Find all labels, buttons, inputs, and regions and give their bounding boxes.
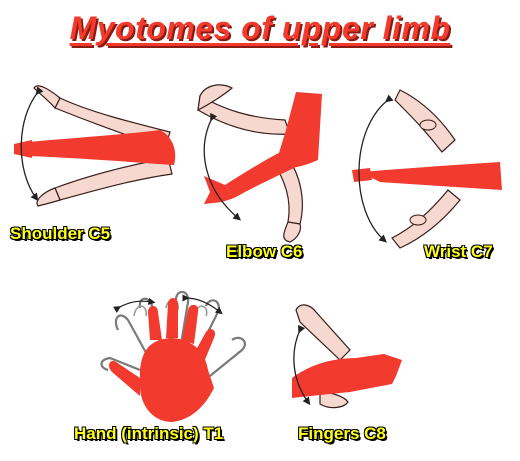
- shoulder-highlight-arm: [28, 130, 176, 165]
- diagram-title: Myotomes of upper limb: [69, 10, 451, 46]
- fingers-outline-extended: [295, 304, 351, 361]
- shoulder-highlight-hand: [14, 140, 32, 158]
- fingers-highlight-forearm: [292, 354, 395, 398]
- wrist-highlight-fingers: [352, 168, 372, 182]
- wrist-thumb-upper: [419, 119, 437, 131]
- hand-highlight-finger-4: [196, 329, 216, 362]
- label-wrist: Wrist C7: [424, 242, 493, 261]
- elbow-figure: [197, 84, 322, 243]
- shoulder-figure: [14, 85, 176, 207]
- hand-arrow-left: [113, 297, 156, 313]
- shoulder-hand-raised: [33, 85, 61, 110]
- hand-highlight-finger-2: [166, 298, 178, 338]
- fingers-highlight-tip: [384, 354, 402, 384]
- label-elbow: Elbow C6: [226, 242, 303, 261]
- elbow-highlight-forearm: [225, 148, 300, 198]
- elbow-hand-lowered: [283, 221, 302, 243]
- wrist-arc: [358, 94, 394, 243]
- hand-figure: [100, 290, 247, 422]
- hand-arrow-right: [182, 294, 223, 315]
- wrist-highlight-forearm: [440, 162, 502, 190]
- shoulder-arm-lowered: [54, 157, 173, 201]
- fingers-arc: [293, 324, 311, 406]
- shoulder-arc: [20, 86, 44, 202]
- elbow-arc: [203, 112, 241, 221]
- label-shoulder: Shoulder C5: [10, 224, 111, 243]
- hand-highlight-finger-1: [148, 306, 162, 340]
- hand-highlight-finger-3: [182, 304, 199, 344]
- fingers-figure: [292, 304, 402, 409]
- label-hand: Hand (intrinsic) T1: [74, 424, 224, 443]
- hand-highlight-thumb: [109, 360, 140, 396]
- elbow-hand-raised: [197, 84, 234, 112]
- wrist-thumb-lower: [409, 214, 427, 226]
- shoulder-hand-lowered: [36, 187, 61, 207]
- hand-highlight-palm: [140, 338, 214, 422]
- wrist-figure: [352, 89, 502, 249]
- label-fingers: Fingers C8: [298, 424, 386, 443]
- wrist-highlight-hand: [360, 166, 440, 186]
